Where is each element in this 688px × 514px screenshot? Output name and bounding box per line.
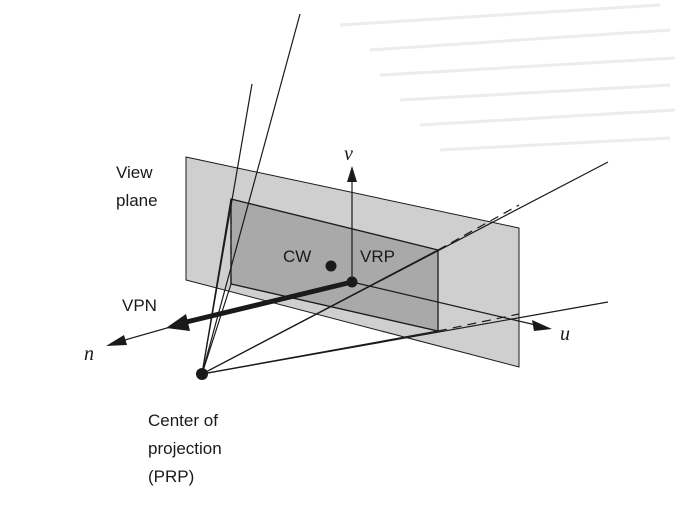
background-texture [339,3,676,152]
hidden-lines [230,199,520,332]
vpn-vector [177,279,353,327]
u-axis-arrowhead [532,320,552,331]
v-axis-arrowhead [347,166,357,182]
cw-point [325,260,337,272]
vrp-label: VRP [360,247,395,266]
vpn-label: VPN [122,296,157,315]
vrp-point [346,276,358,288]
cw-label: CW [283,247,311,266]
prp-point [196,368,208,380]
n-axis-arrowhead [106,335,127,346]
v-axis-label: v [344,143,353,165]
cop-label-line1: Center of [148,411,218,430]
cop-label-line3: (PRP) [148,467,194,486]
n-axis-label: n [84,343,94,365]
u-axis-line [351,281,541,327]
u-axis-label: u [560,323,570,345]
vpn-arrowhead [166,314,190,331]
view-plane-label-line1: View [116,163,153,182]
cop-label-line2: projection [148,439,222,458]
view-plane-label-line2: plane [116,191,158,210]
